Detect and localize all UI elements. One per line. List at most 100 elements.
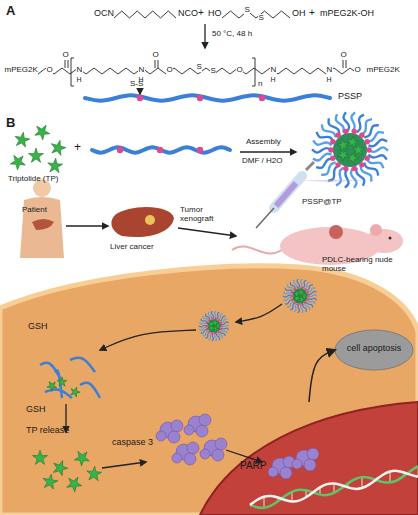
polymer-chain [85,95,330,100]
label-text: n [258,80,262,89]
label-text: O [62,51,69,60]
polymer-strand [92,147,230,153]
polymer-chain [308,298,316,300]
caspase-protein [268,456,295,479]
arrow-line [240,151,296,152]
label-text: + [309,7,315,18]
disulfide-bond [307,295,309,297]
dna-rung [334,483,335,493]
disulfide-bond [359,132,364,137]
polymer-chain [290,282,295,289]
protein-lobe [187,442,199,454]
label-text: mPEG2K [366,66,400,75]
polymer-chain [297,279,300,287]
polymer-chain [199,325,206,327]
disulfide-bond [220,325,222,327]
syringe-plunger [306,162,314,170]
polymer-chain [290,303,295,310]
disulfide-bond [293,288,295,290]
polymer-chain [205,332,209,338]
drug-molecule [211,318,219,327]
polymer-chain [221,322,228,325]
disulfide-bond [117,147,123,153]
arrow-line [178,228,236,236]
polymer-chain [283,295,291,297]
protein-lobe [307,448,319,460]
polymer-chain [308,288,316,292]
protein-lobe [272,458,288,474]
disulfide-bond [304,301,306,303]
caspase-protein [184,414,211,437]
protein-lobe [176,444,192,460]
label-text: mPEG2K [4,66,38,75]
protein-lobe [304,459,316,471]
polymer-chain [220,331,225,336]
disulfide-bond [297,303,299,305]
polymer-chain [305,282,310,289]
polymer-chain [216,333,219,340]
polymer-chain [211,311,213,318]
polymer-chain [308,300,315,304]
polymer-chain [206,314,210,320]
polymer-chain [285,300,293,304]
label-text: Triptolide (TP) [8,175,58,184]
protein-lobe [204,440,220,456]
disulfide-bond [206,328,208,330]
label-text: O [236,66,243,75]
polymer-chain [303,280,306,288]
protein-lobe [268,467,278,477]
disulfide-bond [359,162,364,167]
label-text: PSSP [338,92,362,102]
node-text: GSH [28,322,48,332]
syringe-fluid [276,183,296,206]
dna-rung [348,483,349,487]
dna-rung [376,479,377,480]
polymer-chain [218,314,222,320]
drug-molecule [49,138,67,156]
polymer-chain [298,304,300,312]
polymer-chain [294,304,297,312]
drug-molecule [296,294,306,304]
disulfide-bond [366,147,371,152]
drug-molecule [57,377,67,386]
polymer-chain [313,140,331,145]
protein-lobe [212,449,224,461]
label-text: Liver cancer [110,243,154,252]
polymer-chain [40,363,60,378]
label-text: NCO [178,9,198,19]
micelle [199,311,229,341]
drug-molecule [206,322,216,332]
polymer-chain [215,311,216,318]
protein-lobe [199,414,211,426]
polymer-chain [221,328,228,330]
drug-molecule [207,319,217,329]
polymer-chain [317,132,334,141]
polymer-chain [300,304,303,312]
micelle-core [292,288,307,303]
disulfide-bond [208,331,210,333]
protein-lobe [196,425,208,437]
bubble-node: cell apoptosis [335,330,413,370]
nucleus-node: PARP [200,402,418,515]
label-text: PSSP@TP [302,198,342,207]
chemical-bond [346,60,347,68]
drug-molecule [297,288,306,297]
chemical-bond [38,68,358,74]
polymer-chain [313,154,332,161]
label-text: H [76,76,82,84]
disulfide-bond [197,147,203,153]
drug-molecule [41,473,58,490]
disulfide-bond [208,319,210,321]
cell-node: GSHGSHTP releasecaspase 3PARP [0,262,418,515]
label-text: H [326,76,332,84]
label-text: Assembly [246,138,281,147]
polymer-chain [351,112,355,131]
patient-body [20,197,64,258]
polymer-chain [55,370,62,398]
polymer-chain [214,333,216,340]
disulfide-bond [328,147,333,152]
label-text: B [6,116,15,130]
label-text: A [6,4,15,18]
drug-molecule [13,131,30,148]
